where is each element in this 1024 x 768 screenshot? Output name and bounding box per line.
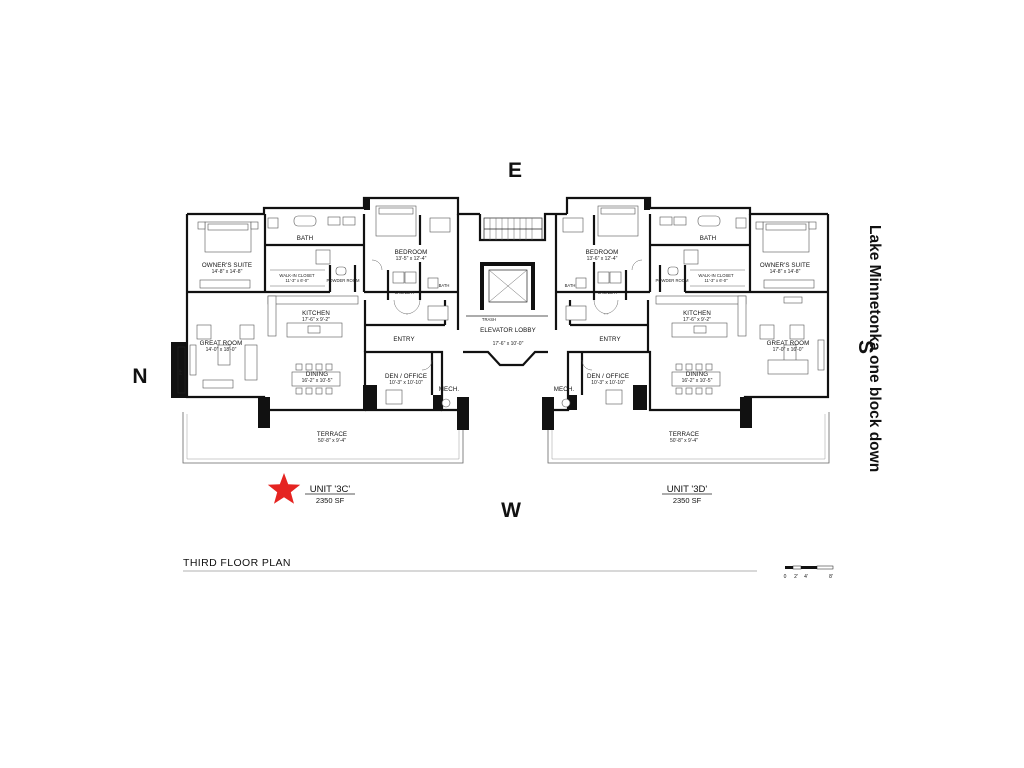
terrace-3d-outline	[547, 412, 830, 464]
lake-annotation: Lake Minnetonka one block down	[866, 225, 883, 472]
powder-room-label-3d: POWDER ROOM	[655, 278, 689, 283]
elevator-lobby-dim: 17'-6" x 10'-0"	[493, 341, 524, 347]
great-room-label-3c: GREAT ROOM	[200, 340, 243, 347]
compass-west: W	[501, 499, 521, 522]
compass-labels: E W N S	[132, 159, 877, 522]
bedroom-dim-3c: 13'-5" x 12'-4"	[396, 256, 427, 262]
unit-3d-area: 2350 SF	[673, 496, 702, 505]
den-office-label-3d: DEN / OFFICE	[587, 373, 629, 380]
kitchen-dim-3c: 17'-6" x 9'-2"	[302, 317, 330, 323]
mech-label-3d: MECH.	[554, 386, 575, 393]
laundry-label-3c: LAUNDRY	[395, 290, 415, 295]
star-icon	[267, 473, 301, 504]
exterior-walls	[185, 196, 830, 430]
bath-label-3c: BATH	[297, 235, 313, 242]
den-office-dim-3d: 10'-3" x 10'-10"	[591, 380, 625, 386]
bedroom-label-3d: BEDROOM	[586, 249, 619, 256]
kitchen-dim-3d: 17'-6" x 9'-2"	[683, 317, 711, 323]
unit-3c-area: 2350 SF	[316, 496, 345, 505]
owners-suite-dim-3c: 14'-8" x 14'-8"	[212, 269, 243, 275]
terrace-label-3c: TERRACE	[317, 431, 347, 438]
terrace-3c-outline	[182, 412, 464, 464]
laundry-label-3d: LAUNDRY	[598, 290, 618, 295]
owners-suite-dim-3d: 14'-8" x 14'-8"	[770, 269, 801, 275]
room-labels-3d: OWNER'S SUITE 14'-8" x 14'-8" BATH WALK-…	[554, 235, 810, 444]
walk-in-closet-label-3d: WALK-IN CLOSET	[698, 273, 734, 278]
furniture-3d	[561, 205, 825, 408]
compass-south: S	[854, 340, 877, 354]
unit-3d-tag: UNIT '3D' 2350 SF	[662, 484, 712, 505]
svg-text:FP: FP	[178, 369, 183, 375]
scale-tick-2: 2'	[794, 574, 798, 580]
bedroom-label-3c: BEDROOM	[395, 249, 428, 256]
mech-label-3c: MECH.	[439, 386, 460, 393]
owners-suite-label-3c: OWNER'S SUITE	[202, 262, 252, 269]
great-room-dim-3d: 17'-0" x 16'-0"	[773, 347, 804, 353]
bedroom-bath-label-3c: BATH	[439, 283, 450, 288]
scale-tick-4: 4'	[804, 574, 808, 580]
bedroom-dim-3d: 13'-6" x 12'-4"	[587, 256, 618, 262]
wall-piers	[171, 198, 752, 430]
great-room-dim-3c: 14'-0" x 18'-0"	[206, 347, 237, 353]
terrace-dim-3c: 50'-8" x 9'-4"	[318, 438, 346, 444]
unit-3d-name: UNIT '3D'	[667, 484, 708, 495]
room-labels-3c: OWNER'S SUITE 14'-8" x 14'-8" BATH WALK-…	[200, 235, 460, 444]
compass-east: E	[508, 159, 522, 182]
kitchen-label-3d: KITCHEN	[683, 310, 711, 317]
scale-tick-0: 0	[784, 574, 787, 580]
entry-label-3d: ENTRY	[599, 336, 620, 343]
dining-dim-3c: 16'-2" x 10'-5"	[302, 378, 333, 384]
dining-label-3d: DINING	[686, 371, 708, 378]
dining-dim-3d: 16'-2" x 10'-5"	[682, 378, 713, 384]
interior-walls-3c	[187, 214, 460, 395]
core-stair-elevator	[466, 217, 548, 317]
elevator-lobby-label: ELEVATOR LOBBY	[480, 327, 536, 334]
bedroom-bath-label-3d: BATH	[565, 283, 576, 288]
great-room-label-3d: GREAT ROOM	[767, 340, 810, 347]
door-swings	[371, 259, 643, 371]
bath-label-3d: BATH	[700, 235, 716, 242]
north-bay-window: FP	[177, 346, 186, 394]
furniture-3c	[189, 205, 451, 408]
entry-label-3c: ENTRY	[393, 336, 414, 343]
interior-walls-3d	[554, 214, 828, 395]
plan-title: THIRD FLOOR PLAN	[183, 557, 291, 569]
terrace-dim-3d: 50'-8" x 9'-4"	[670, 438, 698, 444]
walk-in-closet-label-3c: WALK-IN CLOSET	[279, 273, 315, 278]
powder-room-label-3c: POWDER ROOM	[326, 278, 360, 283]
core-labels: TRASH ELEVATOR LOBBY 17'-6" x 10'-0"	[480, 317, 536, 347]
dining-label-3c: DINING	[306, 371, 328, 378]
den-office-dim-3c: 10'-3" x 10'-10"	[389, 380, 423, 386]
compass-north: N	[132, 365, 147, 388]
unit-3c-name: UNIT '3C'	[310, 484, 351, 495]
terrace-label-3d: TERRACE	[669, 431, 699, 438]
den-office-label-3c: DEN / OFFICE	[385, 373, 427, 380]
walk-in-closet-dim-3d: 11'-3" x 6'-0"	[704, 278, 728, 283]
kitchen-label-3c: KITCHEN	[302, 310, 330, 317]
scale-tick-8: 8'	[829, 574, 833, 580]
owners-suite-label-3d: OWNER'S SUITE	[760, 262, 810, 269]
unit-3c-tag: UNIT '3C' 2350 SF	[267, 473, 355, 505]
trash-label: TRASH	[482, 317, 496, 322]
scale-bar: 0 2' 4' 8'	[784, 565, 834, 580]
walk-in-closet-dim-3c: 11'-3" x 6'-0"	[285, 278, 309, 283]
